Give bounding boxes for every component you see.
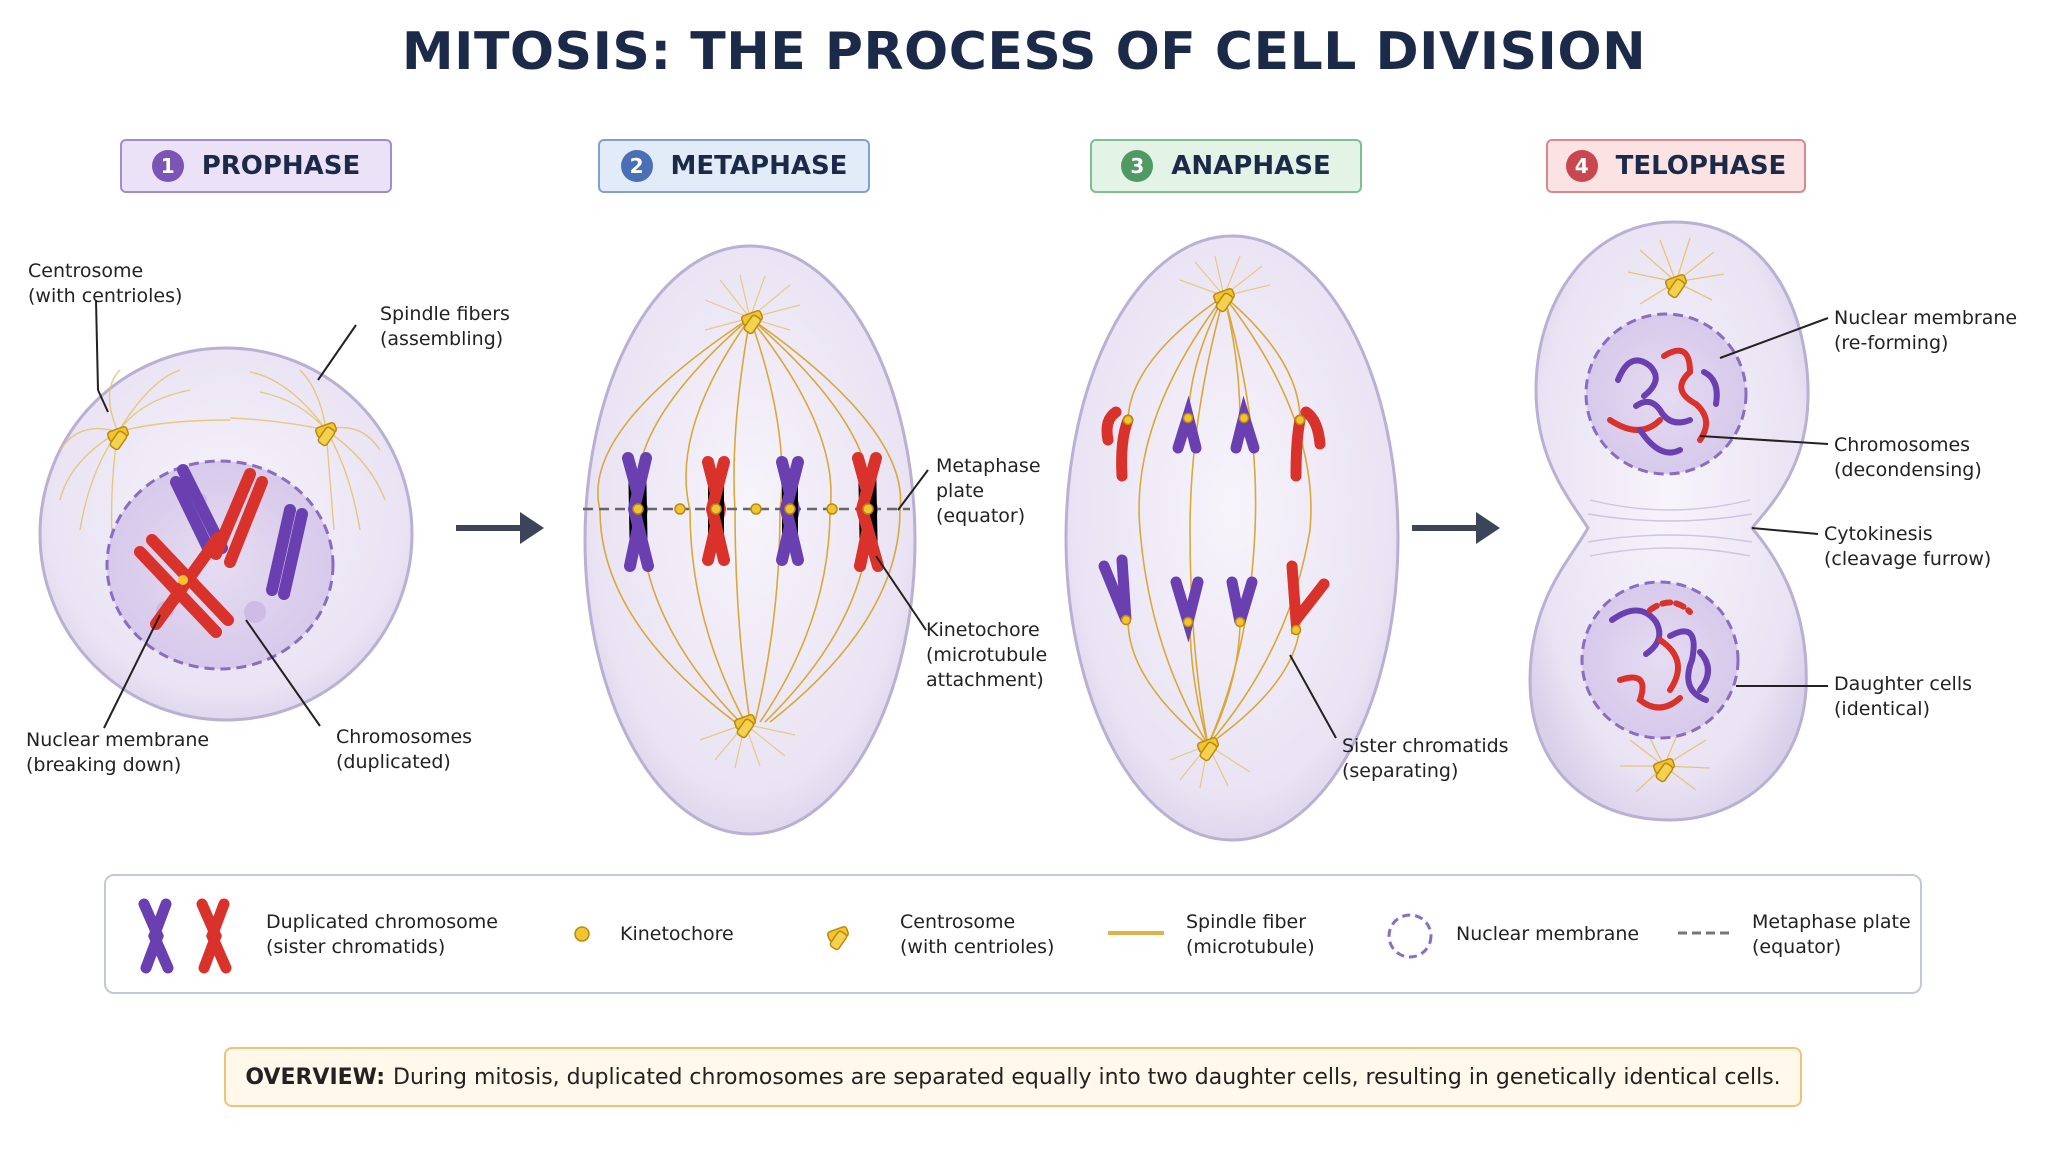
metaphase-callouts [875, 469, 929, 631]
label-sister-chromatids: Sister chromatids [1342, 735, 1509, 757]
overview-label: OVERVIEW: [245, 1064, 386, 1090]
label-nuclear-membrane-sub: (breaking down) [26, 754, 181, 776]
telophase-cell [1528, 220, 1810, 822]
label-kinetochore: Kinetochore [926, 619, 1040, 641]
phase-label: METAPHASE [670, 151, 848, 181]
label-chromosomes-sub: (duplicated) [336, 751, 451, 773]
telophase-callouts [1699, 317, 1829, 687]
phase-label: ANAPHASE [1171, 151, 1331, 181]
cleavage-furrow [1587, 499, 1753, 557]
label-nuclear-reforming: Nuclear membrane [1834, 307, 2017, 329]
kinetochore-icon [574, 926, 590, 942]
label-centrosome: Centrosome [28, 260, 143, 282]
arrow-icon [1412, 512, 1500, 544]
phase-label: TELOPHASE [1615, 151, 1787, 181]
metaphase-plate-icon [1678, 931, 1734, 935]
label-chromosomes-decondensing-sub: (decondensing) [1834, 459, 1982, 481]
label-chromosomes: Chromosomes [336, 726, 472, 748]
decondensing-chromosomes [1607, 347, 1720, 711]
phase-number: 1 [151, 150, 184, 182]
phase-number: 3 [1121, 150, 1154, 182]
label-nuclear-reforming-sub: (re-forming) [1834, 332, 1948, 354]
nuclear-membrane-icon [1387, 913, 1433, 959]
label-centrosome-sub: (with centrioles) [28, 285, 182, 307]
label-kinetochore-2: (microtubule [926, 644, 1047, 666]
legend-spindle-label: Spindle fiber(microtubule) [1186, 911, 1315, 958]
phase-number: 2 [620, 150, 653, 182]
label-daughter-cells: Daughter cells [1834, 673, 1972, 695]
label-daughter-cells-sub: (identical) [1834, 698, 1930, 720]
arrow-icon [456, 512, 544, 544]
phase-badge-prophase: 1 PROPHASE [120, 139, 392, 193]
label-metaphase-plate: Metaphase [936, 455, 1041, 477]
phase-number: 4 [1565, 150, 1598, 182]
spindle-fibers [1127, 295, 1312, 746]
phase-badge-anaphase: 3 ANAPHASE [1090, 139, 1362, 193]
prophase-cell [38, 346, 414, 722]
page-title: MITOSIS: THE PROCESS OF CELL DIVISION [401, 22, 1647, 82]
label-metaphase-plate-3: (equator) [936, 505, 1025, 527]
centrosome-icon [826, 925, 850, 952]
legend-kinetochore-label: Kinetochore [620, 923, 734, 945]
anaphase-callout [1289, 654, 1337, 739]
spindle-fiber-icon [1108, 931, 1164, 935]
phase-label: PROPHASE [201, 151, 361, 181]
label-sister-chromatids-sub: (separating) [1342, 760, 1458, 782]
kinetochores [632, 503, 874, 515]
legend-chromosome-label: Duplicated chromosome(sister chromatids) [266, 911, 498, 958]
overview-text: During mitosis, duplicated chromosomes a… [393, 1064, 1781, 1090]
overview-box: OVERVIEW: During mitosis, duplicated chr… [224, 1047, 1802, 1107]
prophase-callouts [95, 299, 357, 729]
metaphase-cell [583, 244, 917, 836]
prophase-chromosomes [134, 464, 308, 638]
label-cytokinesis-sub: (cleavage furrow) [1824, 548, 1991, 570]
legend-centrosome-label: Centrosome(with centrioles) [900, 911, 1055, 958]
phase-badge-metaphase: 2 METAPHASE [598, 139, 870, 193]
label-kinetochore-3: attachment) [926, 669, 1044, 691]
label-nuclear-membrane: Nuclear membrane [26, 729, 209, 751]
legend: Duplicated chromosome(sister chromatids)… [104, 874, 1922, 994]
label-cytokinesis: Cytokinesis [1824, 523, 1933, 545]
legend-plate-label: Metaphase plate(equator) [1752, 911, 1911, 958]
label-spindle-sub: (assembling) [380, 328, 503, 350]
label-metaphase-plate-2: plate [936, 480, 984, 502]
phase-badge-telophase: 4 TELOPHASE [1546, 139, 1806, 193]
anaphase-cell [1064, 234, 1400, 842]
duplicated-chromosome-icon [138, 898, 232, 974]
nuclear-membrane [1580, 580, 1740, 740]
label-spindle: Spindle fibers [380, 303, 510, 325]
label-chromosomes-decondensing: Chromosomes [1834, 434, 1970, 456]
legend-nuclear-label: Nuclear membrane [1456, 923, 1640, 945]
nuclear-membrane [105, 459, 335, 671]
